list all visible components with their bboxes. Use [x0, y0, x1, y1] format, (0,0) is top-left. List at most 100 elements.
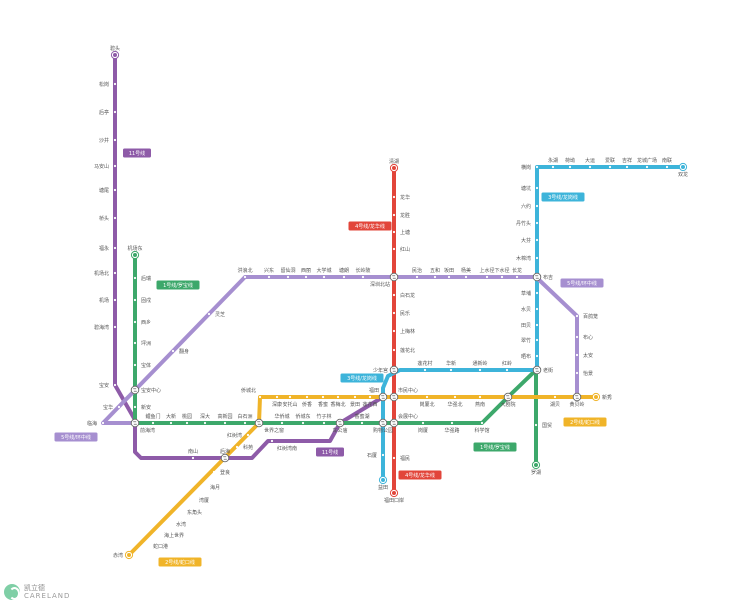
- station[interactable]: 华侨城: [274, 413, 290, 425]
- station[interactable]: 塘朗: [339, 267, 349, 279]
- station[interactable]: 下水径: [494, 267, 510, 279]
- station[interactable]: 深康: [272, 395, 282, 408]
- station[interactable]: 岗厦: [418, 421, 428, 434]
- station[interactable]: 民乐: [392, 310, 410, 317]
- station[interactable]: 石厦: [367, 453, 385, 459]
- interchange-station[interactable]: 会展中心: [389, 413, 418, 428]
- station[interactable]: 龙城广场: [637, 157, 657, 169]
- station[interactable]: 南联: [662, 157, 672, 169]
- station[interactable]: 华新: [446, 360, 456, 372]
- station[interactable]: 布心: [575, 334, 593, 341]
- station[interactable]: 临海: [87, 420, 105, 427]
- station[interactable]: 草埔: [521, 290, 539, 297]
- station[interactable]: 木棉湾: [516, 255, 539, 262]
- station[interactable]: 大芬: [521, 237, 539, 244]
- station[interactable]: 机场东: [127, 245, 143, 260]
- station[interactable]: 上梅林: [392, 328, 415, 335]
- station[interactable]: 东角头: [179, 509, 202, 516]
- station[interactable]: 宝体: [133, 362, 151, 369]
- station[interactable]: 桥头: [99, 215, 117, 222]
- station[interactable]: 香蜜: [318, 395, 328, 408]
- interchange-station[interactable]: 黄贝岭: [569, 392, 585, 408]
- station[interactable]: 长龙: [512, 267, 522, 279]
- station[interactable]: 大学城: [316, 267, 332, 279]
- station[interactable]: 长岭陂: [355, 267, 371, 279]
- station[interactable]: 爱联: [605, 157, 615, 169]
- interchange-station[interactable]: 大剧院: [500, 392, 516, 408]
- interchange-station[interactable]: 前海湾: [130, 418, 155, 434]
- station[interactable]: 晒布: [521, 353, 539, 360]
- station[interactable]: 兴东: [264, 267, 274, 279]
- station[interactable]: 华强北: [447, 395, 463, 408]
- station[interactable]: 白石洲: [237, 413, 253, 425]
- station[interactable]: 竹子林: [316, 413, 332, 425]
- station[interactable]: 科苑: [235, 444, 253, 451]
- station[interactable]: 龙胜: [392, 212, 410, 219]
- station[interactable]: 白石龙: [392, 292, 415, 299]
- station[interactable]: 机场: [99, 297, 117, 304]
- station[interactable]: 坪洲: [133, 340, 151, 347]
- station[interactable]: 后亭: [99, 109, 117, 116]
- station[interactable]: 上塘: [392, 229, 410, 236]
- station[interactable]: 塘尾: [99, 187, 117, 194]
- station[interactable]: 侨香: [302, 395, 312, 408]
- station[interactable]: 罗湖: [531, 460, 541, 476]
- interchange-station[interactable]: 老街: [532, 365, 553, 375]
- station[interactable]: 香蜜湖: [354, 413, 370, 425]
- station[interactable]: 留仙洞: [280, 267, 296, 279]
- station[interactable]: 田贝: [521, 323, 539, 329]
- station[interactable]: 福田口岸: [384, 488, 404, 504]
- station[interactable]: 灵芝: [207, 311, 225, 318]
- station[interactable]: 益田: [378, 475, 388, 491]
- station[interactable]: 怡景: [575, 370, 593, 377]
- station[interactable]: 丹竹头: [516, 220, 539, 227]
- interchange-station[interactable]: 少年宫: [373, 365, 399, 375]
- station[interactable]: 塘坑: [521, 185, 539, 192]
- interchange-station[interactable]: 后海: [220, 448, 230, 463]
- station[interactable]: 百鸽笼: [575, 313, 598, 320]
- station[interactable]: 福民: [392, 455, 410, 462]
- station[interactable]: 五和: [430, 267, 440, 279]
- station[interactable]: 海月: [202, 484, 220, 491]
- station[interactable]: 民治: [412, 267, 422, 279]
- station[interactable]: 新秀: [591, 392, 612, 402]
- interchange-station[interactable]: 布吉: [532, 272, 553, 282]
- station[interactable]: 翠竹: [521, 337, 539, 344]
- station[interactable]: 红山: [392, 246, 410, 253]
- interchange-station[interactable]: 深圳北站: [370, 272, 399, 288]
- station[interactable]: 莲花西: [362, 395, 378, 408]
- station[interactable]: 燕南: [475, 395, 485, 408]
- station[interactable]: 永湖: [548, 157, 558, 169]
- station[interactable]: 鲤鱼门: [145, 413, 161, 425]
- station[interactable]: 侨城北: [241, 387, 262, 399]
- station[interactable]: 吉祥: [622, 157, 632, 169]
- station[interactable]: 科学馆: [474, 421, 490, 434]
- station[interactable]: 碧海湾: [94, 324, 117, 331]
- station[interactable]: 景田: [350, 395, 360, 408]
- station[interactable]: 上水径: [479, 267, 495, 279]
- station[interactable]: 岗厦北: [419, 395, 435, 408]
- station[interactable]: 龙华: [392, 194, 410, 201]
- station[interactable]: 红树湾南: [270, 439, 297, 452]
- interchange-station[interactable]: 市民中心: [389, 387, 418, 402]
- station[interactable]: 后瑞: [133, 275, 151, 282]
- station[interactable]: 横岗: [521, 164, 539, 171]
- station[interactable]: 通新岭: [472, 360, 488, 372]
- station[interactable]: 双龙: [678, 162, 688, 178]
- station[interactable]: 侨城东: [295, 413, 311, 425]
- station[interactable]: 翻身: [171, 348, 189, 355]
- station[interactable]: 杨美: [461, 267, 471, 279]
- station[interactable]: 莲花村: [417, 360, 433, 372]
- station[interactable]: 西丽: [301, 268, 311, 279]
- station[interactable]: 华强路: [444, 421, 460, 434]
- station[interactable]: 清湖: [389, 158, 399, 173]
- station[interactable]: 荷坳: [565, 157, 575, 169]
- interchange-station[interactable]: 车公庙: [332, 418, 348, 434]
- station[interactable]: 洪浪北: [237, 267, 253, 279]
- interchange-station[interactable]: 宝安中心: [130, 385, 161, 395]
- station[interactable]: 福永: [99, 245, 117, 252]
- station[interactable]: 马安山: [94, 163, 117, 170]
- station[interactable]: 南山: [188, 448, 198, 460]
- station[interactable]: 红岭: [502, 360, 512, 372]
- station[interactable]: 安托山: [282, 395, 298, 408]
